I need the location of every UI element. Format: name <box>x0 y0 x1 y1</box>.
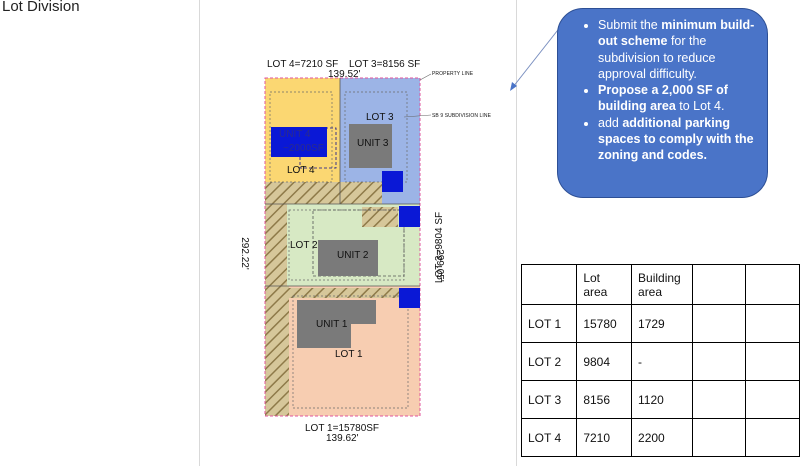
table-header-row: Lot area Building area <box>520 264 800 305</box>
callout-item-1-bold: minimum build-out scheme <box>598 18 755 49</box>
table-cell <box>745 418 800 457</box>
leader-subdivision-line <box>403 114 432 118</box>
label-top-dim: 139.52' <box>328 69 361 80</box>
table-row: LOT 2 9804 - <box>520 342 800 381</box>
table-cell: 2200 <box>631 418 693 457</box>
hatch-lot2-left <box>265 204 287 286</box>
parking-lot3 <box>382 171 403 192</box>
table-cell <box>691 380 747 419</box>
table-cell <box>745 342 800 381</box>
unit2-block <box>318 240 378 276</box>
unit3-block <box>349 124 392 168</box>
table-cell: LOT 1 <box>520 304 578 343</box>
table-cell: 1729 <box>631 304 693 343</box>
label-unit4: UNIT 4 <box>279 129 311 140</box>
table-cell <box>691 342 747 381</box>
callout-item-1-pre: Submit the <box>598 18 662 32</box>
callout-item-2: Propose a 2,000 SF of building area to L… <box>598 82 757 115</box>
property-line <box>264 77 421 417</box>
callout-item-2-post: to Lot 4. <box>675 99 725 114</box>
callout-item-3: add additional parking spaces to comply … <box>598 115 757 164</box>
callout-item-3-pre: add <box>598 115 623 130</box>
table-cell: - <box>631 342 693 381</box>
page-title: Lot Division <box>2 0 80 15</box>
table-cell: 15780 <box>576 304 633 343</box>
table-header-cell <box>520 264 578 305</box>
callout-bubble: Submit the minimum build-out scheme for … <box>557 8 768 198</box>
hatch-lot4-bottom <box>265 182 340 204</box>
setback-lot1 <box>292 295 409 409</box>
table-cell: 7210 <box>576 418 633 457</box>
label-right-dim: 299.05' <box>433 249 445 282</box>
callout-arrow <box>512 25 562 88</box>
callout-item-1: Submit the minimum build-out scheme for … <box>598 17 757 82</box>
table-cell: 8156 <box>576 380 633 419</box>
leader-property-line <box>419 73 432 81</box>
label-lot1: LOT 1 <box>335 349 363 360</box>
label-lot2: LOT 2 <box>290 240 318 251</box>
callout-arrowhead <box>510 82 517 91</box>
table-header-cell: Lot area <box>576 264 633 305</box>
callout-item-3-bold: additional parking spaces to comply with… <box>598 115 754 163</box>
label-unit4-area: ~2000SF <box>283 143 324 154</box>
table-header-cell <box>691 264 747 305</box>
callout-item-2-bold: Propose a 2,000 SF of building area <box>598 83 728 114</box>
callout-list: Submit the minimum build-out scheme for … <box>572 17 757 164</box>
label-bottom-lot1: LOT 1=15780SF <box>305 423 380 434</box>
table-cell <box>745 304 800 343</box>
table-cell: LOT 2 <box>520 342 578 381</box>
unit4-block <box>271 127 327 157</box>
label-top-lot4: LOT 4=7210 SF <box>267 59 339 70</box>
label-lot4: LOT 4 <box>287 165 315 176</box>
table-cell: 9804 <box>576 342 633 381</box>
callout-item-1-post: for the subdivision to reduce approval d… <box>598 34 716 81</box>
lot-table: Lot area Building area LOT 1 15780 1729 … <box>520 264 800 457</box>
label-subdivision-line: SB 9 SUBDIVISION LINE <box>432 113 492 119</box>
hatch-lot3-corner <box>340 182 382 204</box>
hatch-lot1-top <box>289 288 399 298</box>
hatch-lot2-right <box>362 207 398 227</box>
divider-left <box>199 0 200 466</box>
unit1-block <box>297 300 376 348</box>
label-unit3: UNIT 3 <box>357 138 389 149</box>
label-unit1: UNIT 1 <box>316 319 348 330</box>
table-cell: LOT 3 <box>520 380 578 419</box>
label-unit2: UNIT 2 <box>337 250 369 261</box>
table-cell <box>691 418 747 457</box>
table-header-cell: Building area <box>631 264 693 305</box>
table-header-cell <box>745 264 800 305</box>
table-cell: LOT 4 <box>520 418 578 457</box>
parking-lot2 <box>399 206 420 227</box>
table-cell <box>691 304 747 343</box>
table-row: LOT 3 8156 1120 <box>520 380 800 419</box>
label-property-line: PROPERTY LINE <box>432 71 474 77</box>
hatch-lot1-left <box>265 286 289 416</box>
label-bottom-dim: 139.62' <box>326 433 359 444</box>
label-left-dim: 292.22' <box>238 237 250 270</box>
divider-right <box>516 0 517 466</box>
parking-lot1 <box>399 288 420 308</box>
label-top-lot3: LOT 3=8156 SF <box>349 59 421 70</box>
table-row: LOT 1 15780 1729 <box>520 304 800 343</box>
table-cell <box>745 380 800 419</box>
label-lot3: LOT 3 <box>366 112 394 123</box>
table-cell: 1120 <box>631 380 693 419</box>
table-row: LOT 4 7210 2200 <box>520 418 800 457</box>
